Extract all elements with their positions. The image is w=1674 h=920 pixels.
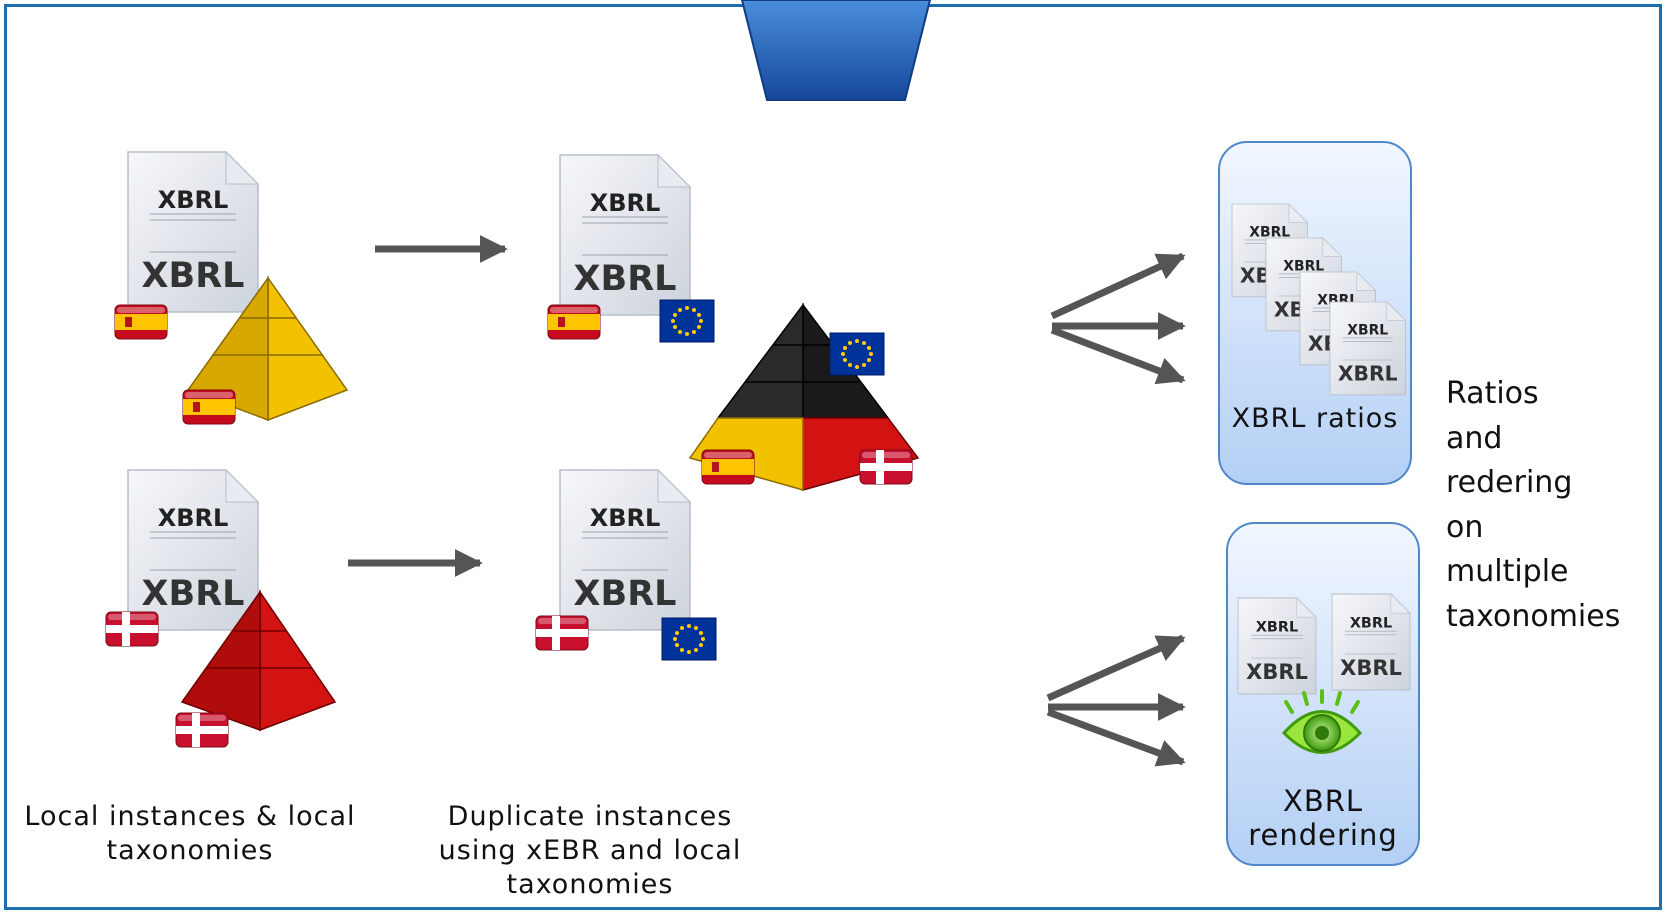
ratios-label: XBRL ratios bbox=[1219, 402, 1411, 436]
eu-flag-icon bbox=[661, 617, 717, 661]
duplicate-label-line-1: Duplicate instances bbox=[447, 801, 733, 832]
side-caption-line-3: redering bbox=[1446, 465, 1573, 500]
document-xbrl-icon bbox=[1331, 593, 1411, 691]
document-xbrl-icon bbox=[127, 469, 259, 631]
document-xbrl-icon bbox=[1237, 597, 1317, 695]
ratios-label-text: XBRL ratios bbox=[1231, 403, 1399, 434]
denmark-flag-icon bbox=[535, 615, 589, 651]
denmark-flag-icon bbox=[175, 712, 229, 748]
document-xbrl-icon bbox=[127, 151, 259, 313]
side-caption-line-2: and bbox=[1446, 420, 1503, 456]
side-caption-line-4: on bbox=[1446, 509, 1484, 545]
spain-flag-icon bbox=[182, 389, 236, 425]
duplicate-label-line-3: taxonomies bbox=[506, 869, 674, 900]
side-caption: Ratios and redering on multiple taxonomi… bbox=[1446, 372, 1666, 639]
rendering-label: XBRL rendering bbox=[1227, 784, 1419, 852]
denmark-flag-icon bbox=[859, 449, 913, 485]
denmark-flag-icon bbox=[105, 611, 159, 647]
pyramid-icon-red bbox=[180, 589, 337, 732]
side-caption-line-6: taxonomies bbox=[1446, 598, 1621, 634]
spain-flag-icon bbox=[547, 304, 601, 340]
arrow-icon bbox=[1050, 252, 1186, 320]
arrow-icon bbox=[1046, 708, 1186, 767]
spain-flag-icon bbox=[701, 449, 755, 485]
side-caption-line-1: Ratios bbox=[1446, 376, 1539, 411]
duplicate-label-line-2: using xEBR and local bbox=[438, 835, 742, 866]
rendering-label-line-2: rendering bbox=[1248, 818, 1398, 852]
document-xbrl-icon bbox=[559, 469, 691, 631]
duplicate-instances-label: Duplicate instances using xEBR and local… bbox=[430, 800, 750, 902]
local-instances-label: Local instances & local taxonomies bbox=[20, 800, 360, 868]
top-tab-shape bbox=[740, 0, 932, 101]
eu-flag-icon bbox=[829, 332, 885, 376]
document-xbrl-icon bbox=[1329, 301, 1406, 396]
spain-flag-icon bbox=[114, 304, 168, 340]
rendering-label-line-1: XBRL bbox=[1282, 784, 1364, 818]
local-label-line-1: Local instances & local bbox=[24, 801, 356, 832]
side-caption-line-5: multiple bbox=[1446, 554, 1569, 589]
eu-flag-icon bbox=[659, 299, 715, 343]
arrow-icon bbox=[1050, 326, 1186, 385]
document-xbrl-icon bbox=[559, 154, 691, 316]
eye-icon bbox=[1281, 689, 1363, 754]
arrow-icon bbox=[1046, 634, 1186, 702]
local-label-line-2: taxonomies bbox=[106, 835, 274, 866]
